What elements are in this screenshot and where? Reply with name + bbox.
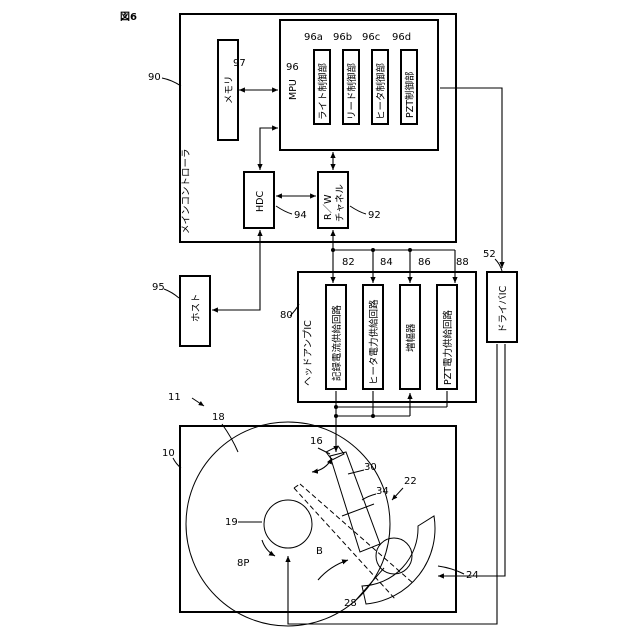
actuator-ref: 22 [404, 476, 417, 487]
arm-ref: 30 [364, 462, 377, 473]
arm-alt-position-lower [300, 484, 414, 584]
head-ref: 16 [310, 436, 323, 447]
bus-node [371, 248, 375, 252]
wire-node [371, 414, 375, 418]
main-controller: メインコントローラ 90 メモリ 97 MPU 96 ライト制御部 96a リー… [148, 14, 456, 242]
head-wiring [334, 391, 447, 452]
actuator-leader [392, 488, 403, 500]
disk-enclosure: 10 11 18 19 8P B 16 30 34 22 [162, 392, 479, 626]
hdc-mpu-link [260, 128, 278, 170]
voice-coil-motor [362, 516, 435, 604]
main-controller-ref: 90 [148, 72, 161, 83]
figure-label: 図6 [120, 11, 137, 23]
seek-arrow [318, 560, 348, 580]
mpu-unit-heater-ref: 96c [362, 32, 380, 43]
vcm-leader [438, 566, 464, 574]
circuit-heater-power-label: ヒータ電力供給回路 [368, 299, 380, 385]
bus-node [408, 248, 412, 252]
driver-ic-label: ドライバIC [498, 285, 509, 333]
circuit-heater-power-ref: 84 [380, 257, 393, 268]
head-travel-arrow [312, 458, 332, 472]
device-ref: 11 [168, 392, 181, 403]
mpu-unit-heater-label: ヒータ制御部 [375, 63, 387, 120]
spindle-ref: 19 [225, 517, 238, 528]
circuit-write-current-ref: 82 [342, 257, 355, 268]
device-leader [192, 398, 204, 406]
circuit-amplifier-ref: 86 [418, 257, 431, 268]
mpu-unit-read-ref: 96b [333, 32, 352, 43]
enclosure-ref: 10 [162, 448, 175, 459]
direction-label: B [316, 546, 323, 557]
wire-node [334, 405, 338, 409]
circuit-amplifier-label: 増幅器 [405, 323, 417, 352]
memory-label: メモリ [224, 75, 235, 104]
pivot-leader [356, 568, 384, 600]
suspension-leader [362, 494, 376, 500]
mpu-unit-write-label: ライト制御部 [317, 63, 329, 120]
host-leader [164, 289, 179, 298]
head-amp-ic: ヘッドアンプIC 80 記録電流供給回路 82 ヒータ電力供給回路 84 増幅器… [280, 257, 476, 402]
mpu-ref: 96 [286, 62, 299, 73]
pivot-ref: 28 [344, 598, 357, 609]
hdc-leader [276, 206, 292, 214]
hdc-label: HDC [255, 191, 266, 212]
mpu-unit-pzt-ref: 96d [392, 32, 411, 43]
circuit-pzt-power-label: PZT電力供給回路 [442, 309, 454, 385]
arm-alt-tip [294, 484, 300, 488]
driver-ic-ref: 52 [483, 249, 496, 260]
rw-channel-ref: 92 [368, 210, 381, 221]
rw-channel-label-top: R／W [323, 194, 334, 220]
mpu-label: MPU [288, 79, 299, 100]
disk-leader [222, 424, 238, 452]
rw-channel-leader [350, 206, 366, 214]
spindle-hub [264, 500, 312, 548]
hdc-ref: 94 [294, 210, 307, 221]
host-label: ホスト [191, 293, 202, 322]
bus-node [331, 248, 335, 252]
enclosure-frame [180, 426, 456, 612]
host-ref: 95 [152, 282, 165, 293]
mpu-unit-write-ref: 96a [304, 32, 323, 43]
memory-ref: 97 [233, 58, 246, 69]
main-controller-leader [162, 78, 181, 86]
head-amp-title: ヘッドアンプIC [303, 320, 314, 386]
circuit-pzt-power-ref: 88 [456, 257, 469, 268]
circuit-write-current-label: 記録電流供給回路 [331, 304, 343, 381]
mpu-unit-pzt-label: PZT制御部 [404, 71, 416, 118]
mpu-unit-read-label: リード制御部 [346, 63, 358, 120]
driver-ic-leader [495, 259, 502, 271]
driver-to-spindle [288, 344, 497, 624]
disk-ref: 18 [212, 412, 225, 423]
rw-channel-label-bottom: チャネル [335, 184, 346, 222]
vcm-ref: 24 [466, 570, 479, 581]
suspension-ref: 34 [376, 486, 389, 497]
arm-leader [348, 470, 364, 474]
wire-node [334, 414, 338, 418]
main-controller-title: メインコントローラ [181, 148, 192, 234]
rotation-ref: 8P [237, 558, 249, 569]
